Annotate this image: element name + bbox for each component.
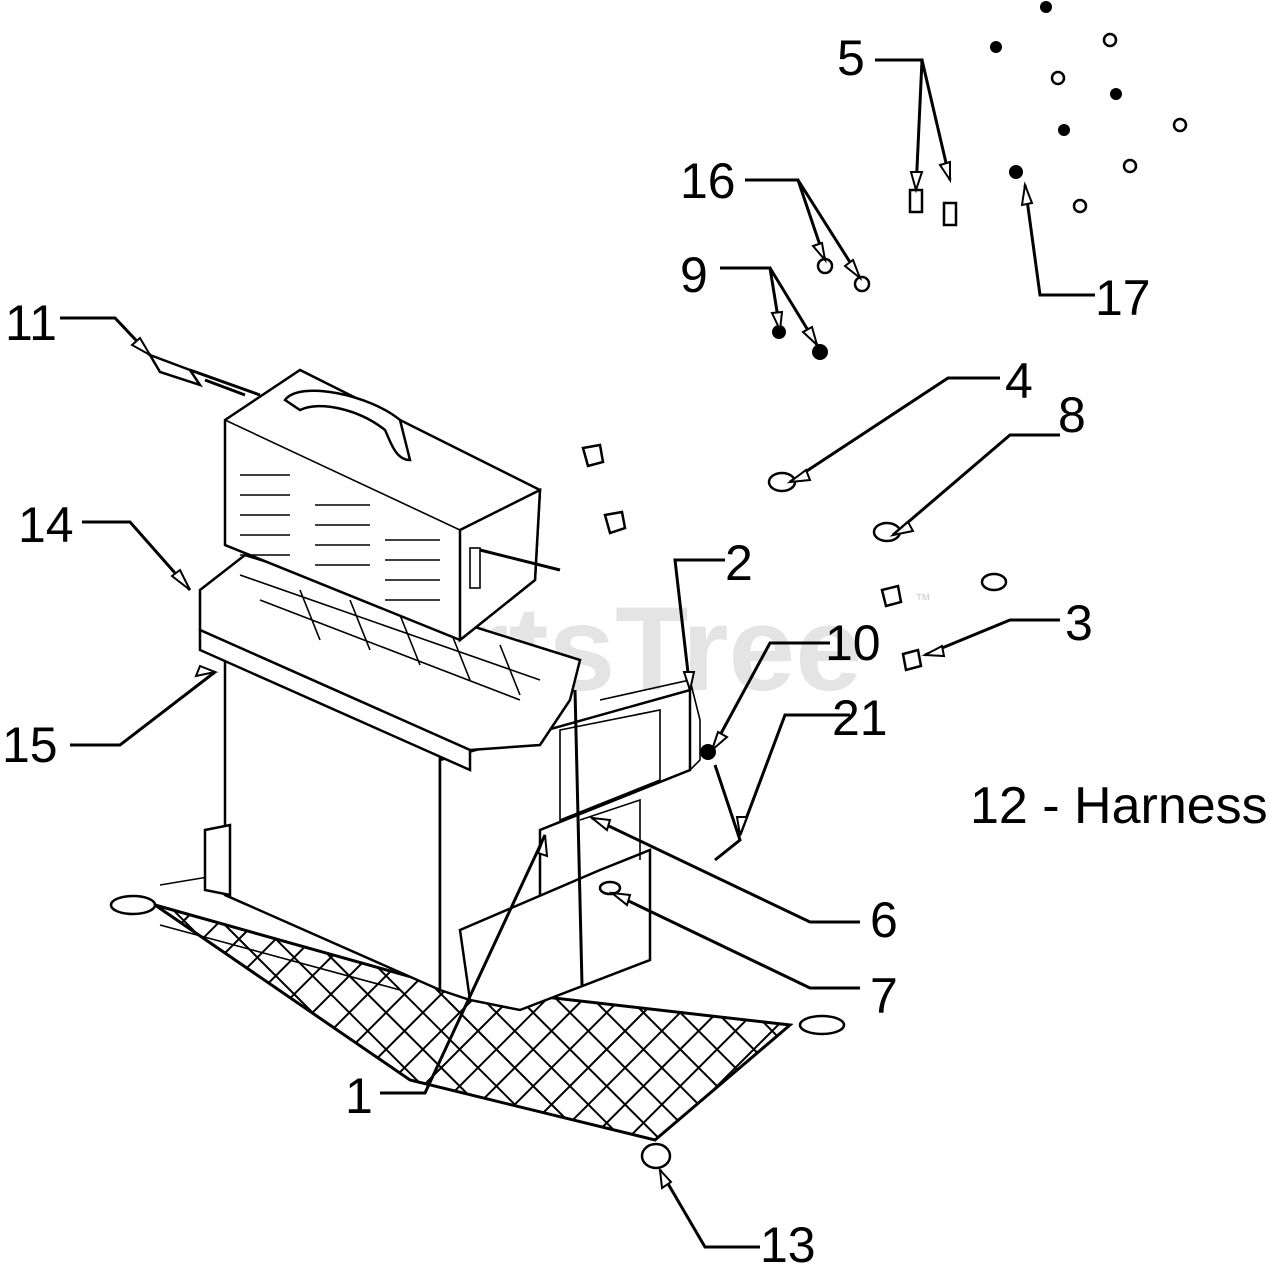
watermark-tm: ™ (915, 592, 931, 609)
callout-9: 9 (680, 247, 708, 303)
callout-3: 3 (1065, 595, 1093, 651)
charger (223, 368, 561, 643)
net-loop-bottom (640, 1142, 672, 1170)
net-loop-left (109, 894, 157, 916)
cargo-net (109, 874, 846, 1170)
callout-14: 14 (18, 497, 74, 553)
charger-handle (283, 389, 412, 462)
battery-tray (198, 553, 582, 772)
callout-13: 13 (760, 1217, 816, 1273)
callout-7: 7 (870, 968, 898, 1024)
callout-1: 1 (345, 1068, 373, 1124)
callout-8: 8 (1058, 387, 1086, 443)
callout-11: 11 (5, 295, 57, 351)
net-loop-right (798, 1014, 846, 1036)
arrowheads (130, 160, 1034, 1190)
callout-10: 10 (825, 615, 881, 671)
plug (147, 352, 261, 397)
callout-21: 21 (832, 690, 888, 746)
leader-lines (60, 58, 1095, 1249)
fasteners (573, 1, 1188, 986)
callout-16: 16 (680, 153, 736, 209)
harness-note: 12 - Harness (970, 777, 1268, 835)
callout-5: 5 (837, 30, 865, 86)
callout-labels: 5 16 9 11 17 4 8 14 2 3 10 21 15 6 7 1 1… (2, 30, 1268, 1273)
callout-2: 2 (725, 535, 753, 591)
callout-6: 6 (870, 892, 898, 948)
callout-4: 4 (1005, 353, 1033, 409)
callout-15: 15 (2, 717, 58, 773)
callout-17: 17 (1095, 270, 1151, 326)
